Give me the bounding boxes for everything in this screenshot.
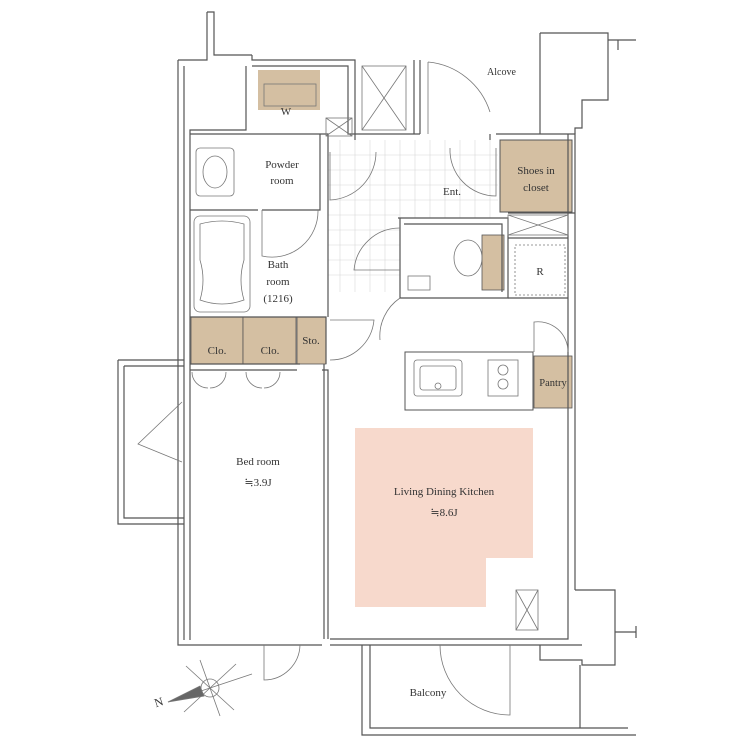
- washer-area: [258, 70, 320, 110]
- ldk-floor: [355, 428, 533, 607]
- powder-room-label-line2: room: [270, 175, 294, 187]
- refrigerator-label: R: [536, 266, 544, 278]
- pantry-area: [533, 355, 573, 409]
- compass-icon: [167, 659, 253, 717]
- refrigerator-box: [514, 244, 566, 296]
- sink-basin: [195, 147, 235, 197]
- shoes-door: [449, 147, 497, 197]
- ldk-door: [329, 319, 375, 361]
- entrance-door: [427, 61, 491, 134]
- kitchen-sink-bowl: [419, 365, 457, 391]
- fixtures: [191, 65, 569, 631]
- pantry-door: [533, 321, 569, 353]
- burner-icon-1: [497, 364, 509, 376]
- sink-bowl: [202, 155, 228, 189]
- toilet-door: [353, 227, 401, 271]
- toilet-tank: [407, 275, 431, 291]
- toilet-bowl: [453, 239, 483, 277]
- closet-door-4: [263, 371, 281, 389]
- bathtub-inner: [199, 220, 245, 305]
- bath-door: [261, 209, 319, 258]
- kitchen-sink: [413, 359, 463, 397]
- doors: [137, 61, 569, 716]
- shaft-box-2: [325, 117, 353, 137]
- bath-room-label-line1: Bath: [268, 259, 289, 271]
- pantry-label: Pantry: [539, 378, 567, 389]
- shoes-closet-area: [499, 139, 573, 213]
- burner-icon-2: [497, 378, 509, 390]
- storage-area: [296, 316, 327, 365]
- washer-box: [263, 83, 317, 107]
- powder-room-label-line1: Powder: [265, 159, 299, 171]
- closet-door-1: [191, 371, 209, 389]
- shaft-box-1: [361, 65, 407, 131]
- bedroom-balcony-door: [263, 644, 301, 681]
- shaft-box-3: [507, 214, 569, 236]
- north-label: N: [152, 694, 165, 710]
- alcove-label: Alcove: [487, 67, 516, 78]
- shoes-closet-label-line2: closet: [523, 182, 549, 194]
- room-labels: Alcove W Powder room Ent. Shoes in close…: [152, 67, 567, 710]
- bedroom-window: [137, 401, 183, 463]
- ldk-balcony-door: [439, 644, 511, 716]
- entrance-tile-grid: [328, 140, 498, 292]
- bath-room-label-line3: (1216): [263, 293, 293, 305]
- ldk-label-line2: ≒8.6J: [430, 507, 458, 519]
- bath-room-label-line2: room: [266, 276, 290, 288]
- hall-arc: [379, 297, 401, 341]
- shaft-box-4: [515, 589, 539, 631]
- storage-fills: [190, 70, 573, 409]
- closet-door-2: [209, 371, 227, 389]
- ldk-label-line1: Living Dining Kitchen: [394, 486, 495, 498]
- storage-label: Sto.: [302, 335, 320, 347]
- entrance-label: Ent.: [443, 186, 461, 198]
- bathtub-outer: [193, 215, 251, 313]
- stove: [487, 359, 519, 397]
- washer-label: W: [281, 106, 292, 118]
- walls: [117, 11, 637, 736]
- toilet-shelf-area: [481, 234, 505, 291]
- closet-door-3: [245, 371, 263, 389]
- closet-2-area: [242, 316, 297, 365]
- drain-icon: [434, 382, 442, 390]
- closet-1-label: Clo.: [208, 345, 227, 357]
- shoes-closet-label-line1: Shoes in: [517, 165, 555, 177]
- bedroom-label-line2: ≒3.9J: [244, 477, 272, 489]
- closet-2-label: Clo.: [261, 345, 280, 357]
- balcony-label: Balcony: [410, 687, 447, 699]
- powder-door: [329, 151, 377, 201]
- bedroom-label-line1: Bed room: [236, 456, 280, 468]
